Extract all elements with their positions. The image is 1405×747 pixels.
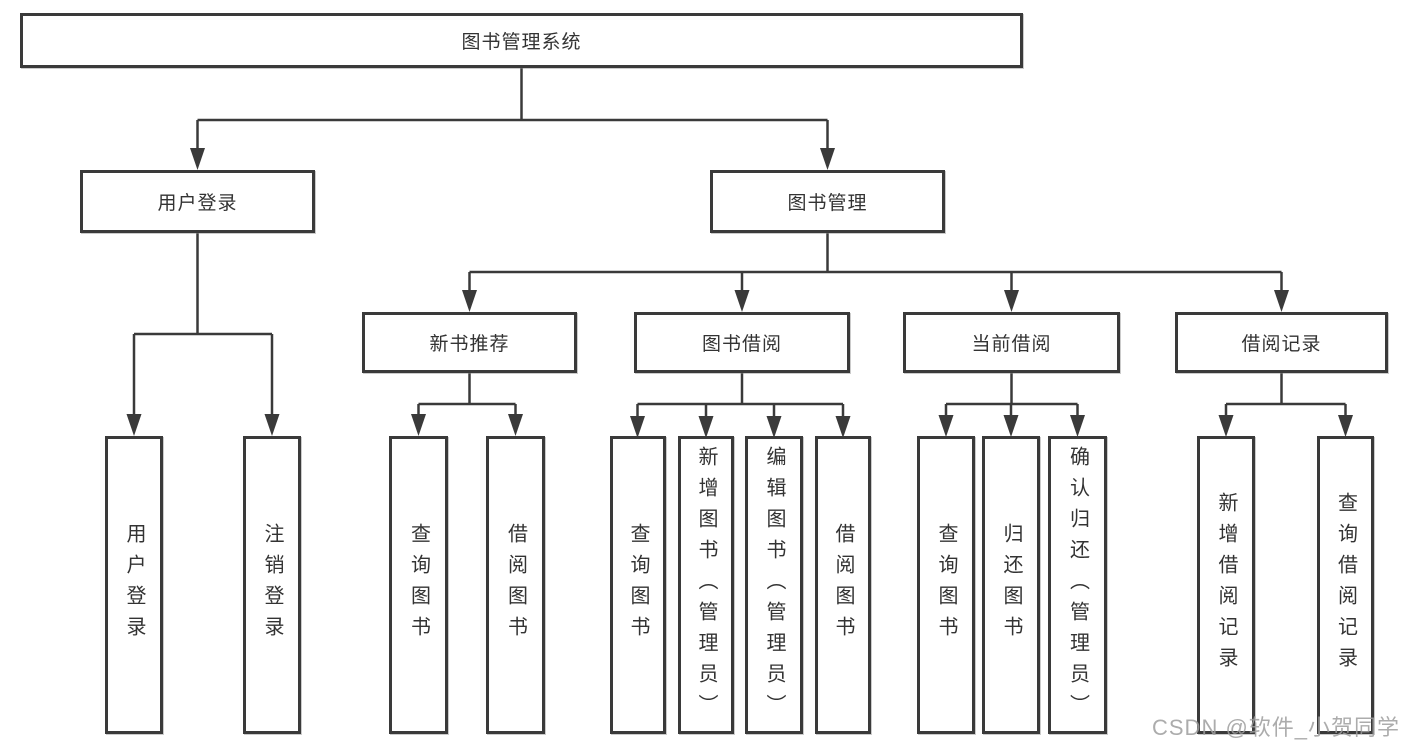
leaf-query-books-1: 查询图书 [389,436,448,734]
leaf-label: 注销登录 [261,523,283,647]
leaf-label: 新增借阅记录 [1215,492,1237,678]
leaf-label: 查询图书 [627,523,649,647]
node-label: 图书管理 [787,193,868,214]
leaf-query-borrow-record: 查询借阅记录 [1317,436,1374,734]
leaf-logout: 注销登录 [243,436,301,734]
arrowhead-icon [264,414,280,436]
leaf-label: 查询图书 [407,523,430,647]
leaf-query-books-2: 查询图书 [610,436,666,734]
watermark: CSDN @软件_小贺同学 [1152,715,1401,740]
node-label: 新书推荐 [429,334,510,355]
node-borrow-records: 借阅记录 [1175,312,1388,373]
node-new-book-recommend: 新书推荐 [362,312,577,373]
arrowhead-icon [835,416,851,438]
arrowhead-icon [411,414,426,436]
node-book-management: 图书管理 [710,170,945,233]
arrowhead-icon [1070,415,1085,437]
arrowhead-icon [698,416,714,438]
leaf-add-books-admin: 新增图书（管理员） [678,436,734,734]
node-current-borrow: 当前借阅 [903,312,1120,373]
arrowhead-icon [462,290,477,312]
arrowhead-icon [1274,290,1289,312]
leaf-confirm-return-admin: 确认归还（管理员） [1048,436,1107,734]
arrowhead-icon [126,414,142,436]
node-user-login: 用户登录 [80,170,315,233]
leaf-edit-books-admin: 编辑图书（管理员） [745,436,803,734]
leaf-borrow-books-1: 借阅图书 [486,436,545,734]
arrowhead-icon [190,148,205,170]
arrowhead-icon [766,416,782,438]
leaf-borrow-books-2: 借阅图书 [815,436,871,734]
node-label: 图书借阅 [701,334,782,355]
node-library-system: 图书管理系统 [20,13,1023,68]
leaf-label: 用户登录 [123,523,145,647]
node-book-borrowing: 图书借阅 [634,312,850,373]
arrowhead-icon [1338,415,1353,437]
node-label: 图书管理系统 [461,32,582,53]
leaf-label: 归还图书 [1000,523,1022,647]
arrowhead-icon [938,415,954,437]
arrowhead-icon [1218,415,1234,437]
leaf-label: 新增图书（管理员） [695,445,717,725]
leaf-label: 查询图书 [935,523,957,647]
leaf-label: 编辑图书（管理员） [763,445,785,725]
arrowhead-icon [1004,290,1019,312]
leaf-label: 借阅图书 [504,523,527,647]
node-label: 当前借阅 [971,334,1052,355]
leaf-label: 确认归还（管理员） [1066,445,1089,725]
arrowhead-icon [820,148,835,170]
node-label: 借阅记录 [1241,334,1322,355]
leaf-query-books-3: 查询图书 [917,436,975,734]
leaf-label: 借阅图书 [832,523,854,647]
leaf-return-books: 归还图书 [982,436,1040,734]
arrowhead-icon [508,414,523,436]
leaf-label: 查询借阅记录 [1334,492,1357,678]
leaf-add-borrow-record: 新增借阅记录 [1197,436,1255,734]
leaf-user-login: 用户登录 [105,436,163,734]
arrowhead-icon [630,416,645,438]
node-label: 用户登录 [157,193,238,214]
arrowhead-icon [734,290,750,312]
arrowhead-icon [1003,415,1019,437]
